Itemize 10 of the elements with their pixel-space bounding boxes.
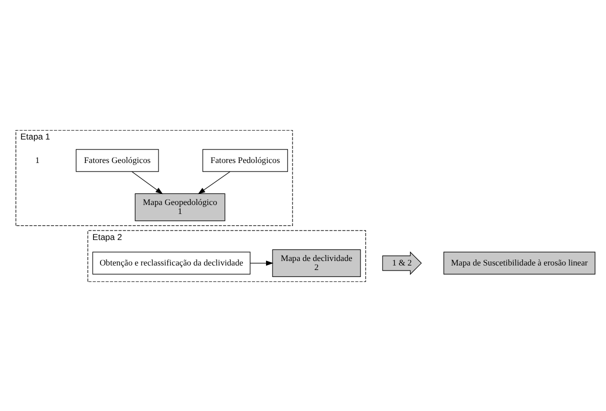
node-box: Fatores Geológicos	[76, 148, 159, 172]
node-box: Mapa Geopedológico 1	[134, 192, 226, 221]
node-box: Obtenção e reclassificação da declividade	[92, 251, 250, 274]
node-box: Mapa de Suscetibilidade à erosão linear	[443, 251, 596, 274]
node-box: Fatores Pedológicos	[202, 148, 288, 172]
arrow	[198, 170, 230, 194]
arrow	[132, 170, 163, 194]
arrow	[250, 260, 274, 266]
node-box: Mapa de declividade 2	[272, 248, 361, 277]
label: 1	[35, 154, 40, 164]
